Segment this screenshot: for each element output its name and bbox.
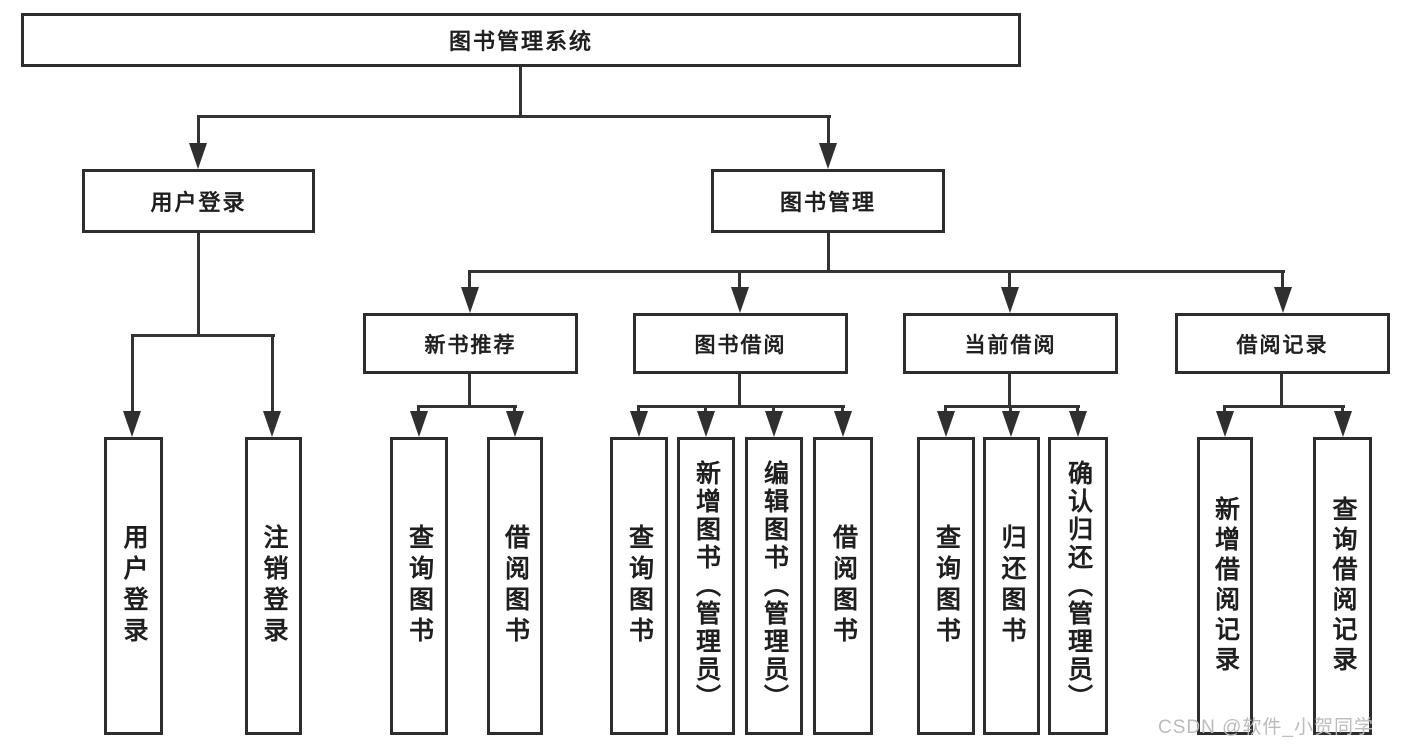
edge-newbook-drop-1 — [417, 405, 420, 415]
arrowhead-icon — [1069, 411, 1087, 437]
arrowhead-icon — [189, 143, 207, 169]
leaf-newbook-query-books: 查询图书 — [390, 437, 448, 735]
edge-newbook-stem — [468, 374, 471, 408]
edge-bookmgmt-branch — [468, 270, 1285, 273]
edge-current-drop-2 — [1009, 405, 1012, 415]
edge-borrow-drop-2 — [704, 405, 707, 415]
leaf-current-return-books: 归还图书 — [983, 437, 1040, 735]
edge-bookmgmt-drop-2 — [738, 270, 741, 292]
edge-borrow-drop-1 — [637, 405, 640, 415]
node-current-borrowing: 当前借阅 — [903, 313, 1118, 374]
edge-userlogin-drop-2 — [271, 334, 274, 413]
arrowhead-icon — [410, 411, 428, 437]
node-new-book-recommend: 新书推荐 — [363, 313, 578, 374]
edge-root-drop-left — [197, 115, 200, 147]
edge-borrow-branch — [637, 405, 845, 408]
leaf-current-query-books: 查询图书 — [917, 437, 975, 735]
edge-borrow-stem — [738, 374, 741, 408]
leaf-user-login: 用户登录 — [104, 437, 163, 735]
leaf-records-query-record: 查询借阅记录 — [1313, 437, 1372, 735]
edge-records-drop-2 — [1341, 405, 1344, 415]
leaf-records-add-record: 新增借阅记录 — [1197, 437, 1253, 735]
node-book-borrowing: 图书借阅 — [633, 313, 848, 374]
edge-root-drop-right — [827, 115, 830, 147]
arrowhead-icon — [1274, 287, 1292, 313]
arrowhead-icon — [1216, 411, 1234, 437]
arrowhead-icon — [731, 287, 749, 313]
arrowhead-icon — [1001, 287, 1019, 313]
edge-borrow-drop-3 — [772, 405, 775, 415]
edge-current-stem — [1008, 374, 1011, 408]
edge-root-branch — [197, 115, 831, 118]
edge-userlogin-stem — [197, 233, 200, 337]
arrowhead-icon — [937, 411, 955, 437]
arrowhead-icon — [697, 411, 715, 437]
arrowhead-icon — [630, 411, 648, 437]
edge-userlogin-branch — [131, 334, 275, 337]
edge-userlogin-drop-1 — [131, 334, 134, 413]
leaf-current-confirm-return-admin: 确认归还（管理员） — [1048, 437, 1108, 735]
edge-records-branch — [1223, 405, 1345, 408]
edge-records-drop-1 — [1223, 405, 1226, 415]
leaf-newbook-borrow-books: 借阅图书 — [487, 437, 543, 735]
leaf-borrow-edit-books-admin: 编辑图书（管理员） — [745, 437, 803, 735]
arrowhead-icon — [263, 411, 281, 437]
leaf-logout: 注销登录 — [245, 437, 302, 735]
arrowhead-icon — [461, 287, 479, 313]
arrowhead-icon — [1334, 411, 1352, 437]
edge-current-drop-3 — [1076, 405, 1079, 415]
edge-newbook-drop-2 — [513, 405, 516, 415]
node-user-login: 用户登录 — [82, 169, 315, 233]
edge-borrow-drop-4 — [841, 405, 844, 415]
edge-root-stem — [519, 67, 522, 118]
arrowhead-icon — [765, 411, 783, 437]
arrowhead-icon — [834, 411, 852, 437]
arrowhead-icon — [123, 411, 141, 437]
arrowhead-icon — [1002, 411, 1020, 437]
edge-newbook-branch — [417, 405, 517, 408]
edge-bookmgmt-drop-1 — [468, 270, 471, 292]
leaf-borrow-borrow-books: 借阅图书 — [813, 437, 873, 735]
node-library-management-system: 图书管理系统 — [21, 13, 1021, 67]
edge-current-drop-1 — [944, 405, 947, 415]
csdn-watermark: CSDN @软件_小贺同学 — [1158, 717, 1374, 738]
node-borrowing-records: 借阅记录 — [1175, 313, 1390, 374]
edge-bookmgmt-stem — [827, 233, 830, 273]
node-book-management: 图书管理 — [711, 169, 945, 233]
arrowhead-icon — [819, 143, 837, 169]
leaf-borrow-query-books: 查询图书 — [610, 437, 668, 735]
leaf-borrow-add-books-admin: 新增图书（管理员） — [677, 437, 735, 735]
arrowhead-icon — [506, 411, 524, 437]
edge-current-branch — [944, 405, 1080, 408]
edge-records-stem — [1280, 374, 1283, 408]
edge-bookmgmt-drop-4 — [1281, 270, 1284, 292]
edge-bookmgmt-drop-3 — [1008, 270, 1011, 292]
